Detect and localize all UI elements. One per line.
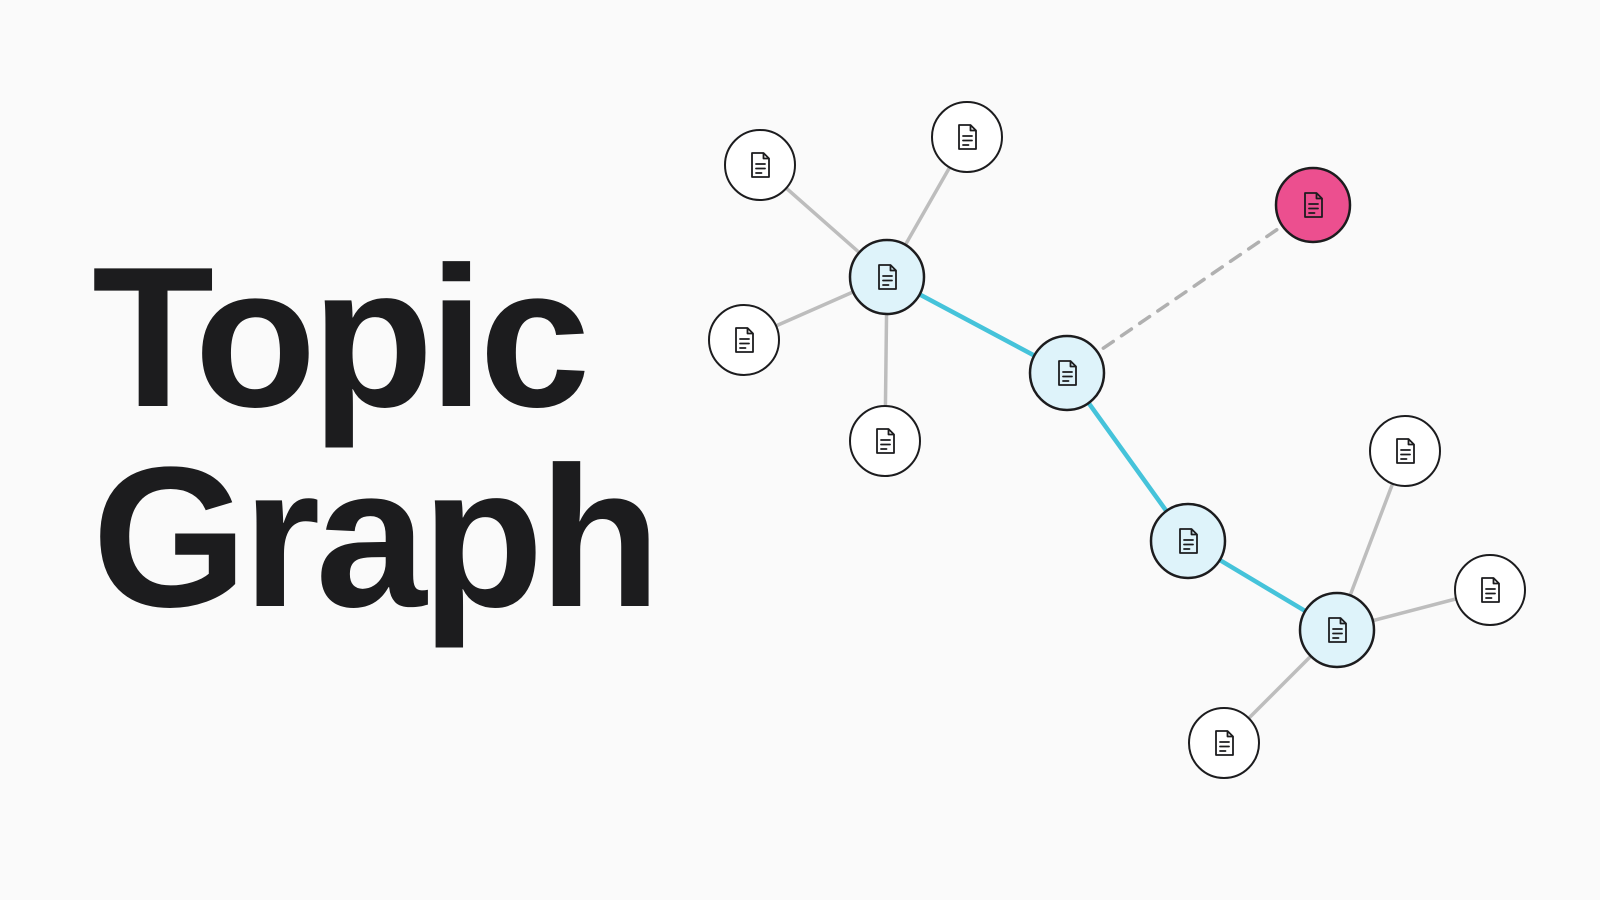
node-leaf-a1[interactable] xyxy=(724,129,796,201)
node-hub-b[interactable] xyxy=(1028,334,1106,412)
node-leaf-a2[interactable] xyxy=(931,101,1003,173)
node-circle xyxy=(1188,707,1260,779)
node-circle xyxy=(1028,334,1106,412)
node-hub-d[interactable] xyxy=(1298,591,1376,669)
title-line-topic: Topic xyxy=(92,226,590,449)
node-leaf-a3[interactable] xyxy=(708,304,780,376)
node-leaf-d1[interactable] xyxy=(1369,415,1441,487)
node-layer xyxy=(708,101,1526,779)
edge-hub-b-target xyxy=(1065,203,1315,375)
node-circle xyxy=(1369,415,1441,487)
node-circle xyxy=(1298,591,1376,669)
node-circle xyxy=(724,129,796,201)
node-circle xyxy=(708,304,780,376)
node-circle xyxy=(848,238,926,316)
node-circle xyxy=(1274,166,1352,244)
node-circle xyxy=(931,101,1003,173)
node-circle xyxy=(1149,502,1227,580)
node-hub-c[interactable] xyxy=(1149,502,1227,580)
node-circle xyxy=(849,405,921,477)
node-circle xyxy=(1454,554,1526,626)
node-leaf-d2[interactable] xyxy=(1454,554,1526,626)
node-leaf-d3[interactable] xyxy=(1188,707,1260,779)
node-hub-a[interactable] xyxy=(848,238,926,316)
title-line-graph: Graph xyxy=(92,426,661,649)
node-target[interactable] xyxy=(1274,166,1352,244)
page-title: Topic Graph xyxy=(92,226,661,649)
node-leaf-a4[interactable] xyxy=(849,405,921,477)
